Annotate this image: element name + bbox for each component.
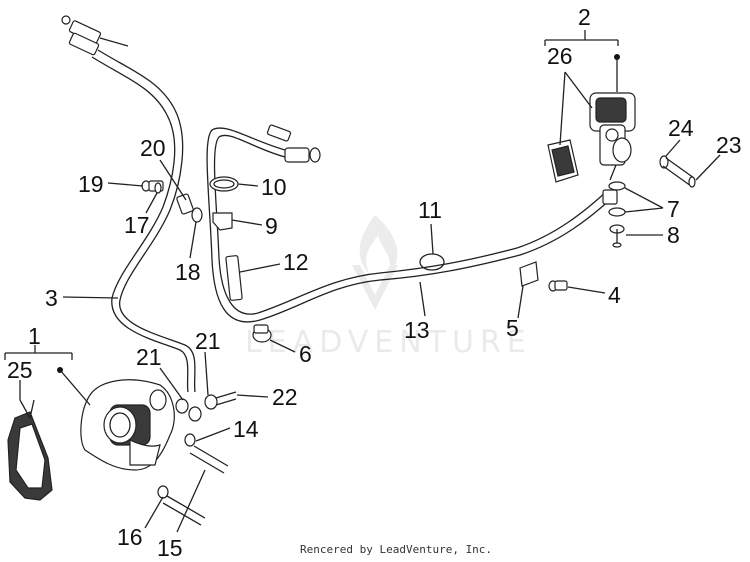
clip-6 <box>252 324 272 343</box>
watermark-text: LEADVENTURE <box>245 325 532 360</box>
brake-pads <box>7 399 53 501</box>
callout-22: 22 <box>272 384 298 410</box>
master-cylinder-washers <box>602 181 626 217</box>
callout-23: 23 <box>716 132 742 158</box>
clip-20 <box>176 193 194 215</box>
callout-labels: 1 2 3 4 5 6 7 8 9 10 11 12 13 14 15 16 1… <box>7 4 742 561</box>
leader-lines <box>4 30 721 533</box>
callout-16: 16 <box>117 524 143 550</box>
caliper-fittings <box>175 391 237 422</box>
callout-19: 19 <box>78 171 104 197</box>
front-brake-hose <box>91 49 196 393</box>
callout-6: 6 <box>299 341 312 367</box>
screw-4 <box>548 280 568 292</box>
callout-15: 15 <box>157 535 183 561</box>
ring-11 <box>419 253 445 271</box>
washer-17 <box>154 182 162 194</box>
callout-8: 8 <box>667 222 680 248</box>
callout-5: 5 <box>506 315 519 341</box>
callout-25: 25 <box>7 357 33 383</box>
callout-3: 3 <box>45 285 58 311</box>
reservoir-cap <box>547 139 579 183</box>
callout-26: 26 <box>547 43 573 69</box>
callout-21-left: 21 <box>136 344 162 370</box>
rubber-guide-12 <box>225 255 243 301</box>
callout-14: 14 <box>233 416 259 442</box>
callout-12: 12 <box>283 249 309 275</box>
callout-21-right: 21 <box>195 328 221 354</box>
master-cylinder <box>589 92 636 181</box>
watermark: LEADVENTURE <box>245 215 532 360</box>
callout-17: 17 <box>124 212 150 238</box>
clip-9 <box>212 212 233 231</box>
hose-clamp-10 <box>209 176 239 192</box>
callout-1: 1 <box>28 323 41 349</box>
rear-brake-hose <box>206 127 613 323</box>
callout-10: 10 <box>261 174 287 200</box>
banjo-bolt-8 <box>609 224 625 248</box>
bracket-5 <box>519 261 539 287</box>
callout-9: 9 <box>265 213 278 239</box>
callout-24: 24 <box>668 115 694 141</box>
footer-credit: Rencered by LeadVenture, Inc. <box>300 543 492 556</box>
callout-4: 4 <box>608 282 621 308</box>
callout-18: 18 <box>175 259 201 285</box>
caliper-bolts <box>157 433 229 526</box>
callout-7: 7 <box>667 196 680 222</box>
upper-banjo-fitting <box>61 15 129 56</box>
callout-20: 20 <box>140 135 166 161</box>
callout-2: 2 <box>578 4 591 30</box>
callout-13: 13 <box>404 317 430 343</box>
washer-18 <box>191 207 203 223</box>
rear-banjo-fitting <box>266 124 321 163</box>
callout-11: 11 <box>418 197 442 223</box>
master-cylinder-bolt <box>659 155 696 188</box>
brake-caliper <box>80 379 175 471</box>
